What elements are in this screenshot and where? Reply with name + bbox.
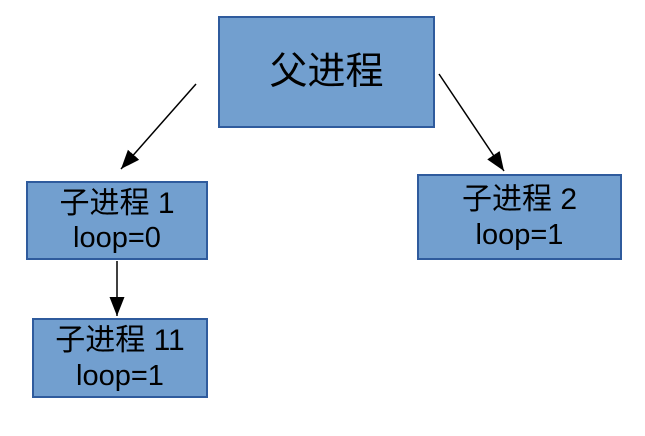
child1-label: 子进程 1 [59,186,175,220]
arrow-parent-to-child2 [438,73,505,172]
child2-label: 子进程 2 [461,183,578,217]
child11-label: 子进程 11 [55,324,185,358]
child1-loop-value: loop=0 [73,222,161,255]
node-child-process-11: 子进程 11 loop=1 [32,318,208,398]
node-parent-process: 父进程 [218,16,435,128]
child2-loop-value: loop=1 [475,218,564,251]
arrow-parent-to-child1 [120,83,197,170]
node-child-process-1: 子进程 1 loop=0 [26,181,208,260]
parent-process-label: 父进程 [269,50,384,93]
node-child-process-2: 子进程 2 loop=1 [417,174,622,260]
child11-loop-value: loop=1 [76,359,164,392]
